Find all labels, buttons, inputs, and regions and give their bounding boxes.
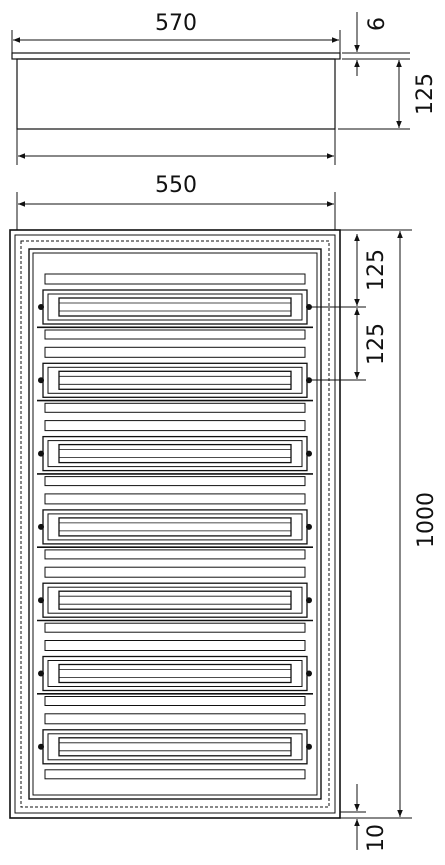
- fastener-right: [306, 743, 312, 750]
- top-cover-strip: [44, 273, 306, 285]
- din-rail-slot: [58, 737, 292, 757]
- fastener-right: [306, 597, 312, 604]
- inner-frame: [28, 248, 322, 800]
- dim-front-right: 125 125 1000 10: [310, 229, 439, 852]
- fastener-left: [38, 450, 44, 457]
- dim-body-width: 550: [16, 129, 336, 230]
- label-bottom-offset: 10: [364, 824, 389, 852]
- fastener-right: [306, 450, 312, 457]
- label-top-depth: 125: [413, 73, 438, 115]
- window-inner: [47, 733, 303, 761]
- top-cover-strip: [44, 566, 306, 578]
- device-window: [42, 582, 308, 618]
- bottom-cover-strip: [44, 769, 306, 780]
- inner-frame-2: [32, 252, 318, 796]
- dashed-frame: [20, 240, 330, 808]
- top-cover-strip: [44, 420, 306, 432]
- device-window: [42, 289, 308, 325]
- device-window: [42, 435, 308, 472]
- window-inner: [47, 513, 303, 541]
- top-view: [11, 52, 341, 130]
- window-inner: [47, 586, 303, 614]
- top-cover-strip: [44, 346, 306, 358]
- fastener-left: [38, 743, 44, 750]
- outer-frame: [9, 229, 341, 819]
- window-inner: [47, 440, 303, 468]
- fastener-left: [38, 597, 44, 604]
- device-rows: [37, 273, 313, 780]
- bottom-cover-strip: [44, 402, 306, 413]
- dim-top-width: 570: [11, 11, 341, 53]
- top-cover-strip: [44, 640, 306, 651]
- din-rail-slot: [58, 370, 292, 390]
- window-inner: [47, 293, 303, 321]
- bottom-cover-strip: [44, 329, 306, 340]
- device-window: [42, 655, 308, 692]
- din-rail-slot: [58, 517, 292, 537]
- fastener-right: [306, 670, 312, 677]
- device-window: [42, 362, 308, 398]
- din-rail-slot: [58, 297, 292, 317]
- bottom-cover-strip: [44, 476, 306, 487]
- front-view: [9, 229, 341, 819]
- din-rail-slot: [58, 443, 292, 464]
- dim-top-depth: 125: [338, 60, 438, 130]
- label-top-thickness: 6: [365, 17, 390, 31]
- bottom-cover-strip: [44, 549, 306, 560]
- fastener-right: [306, 304, 312, 310]
- fastener-left: [38, 377, 44, 384]
- label-row-pitch-2: 125: [364, 323, 389, 365]
- fastener-left: [38, 304, 44, 310]
- din-rail-slot: [58, 663, 292, 684]
- fastener-left: [38, 523, 44, 530]
- din-rail-slot: [58, 590, 292, 610]
- label-top-width: 570: [155, 11, 197, 36]
- device-window: [42, 729, 308, 765]
- flange-frame: [14, 234, 336, 814]
- top-cover-strip: [44, 713, 306, 725]
- top-cover-strip: [44, 493, 306, 505]
- device-window: [42, 509, 308, 545]
- fastener-right: [306, 523, 312, 530]
- top-flange: [11, 52, 341, 60]
- top-box: [16, 58, 336, 130]
- bottom-cover-strip: [44, 622, 306, 633]
- label-row-pitch-1: 125: [364, 249, 389, 291]
- label-body-height: 1000: [414, 492, 439, 548]
- fastener-left: [38, 670, 44, 677]
- label-body-width: 550: [155, 173, 197, 198]
- dim-top-thickness: 6: [342, 12, 410, 76]
- fastener-right: [306, 377, 312, 384]
- bottom-cover-strip: [44, 696, 306, 706]
- window-inner: [47, 366, 303, 394]
- window-inner: [47, 660, 303, 687]
